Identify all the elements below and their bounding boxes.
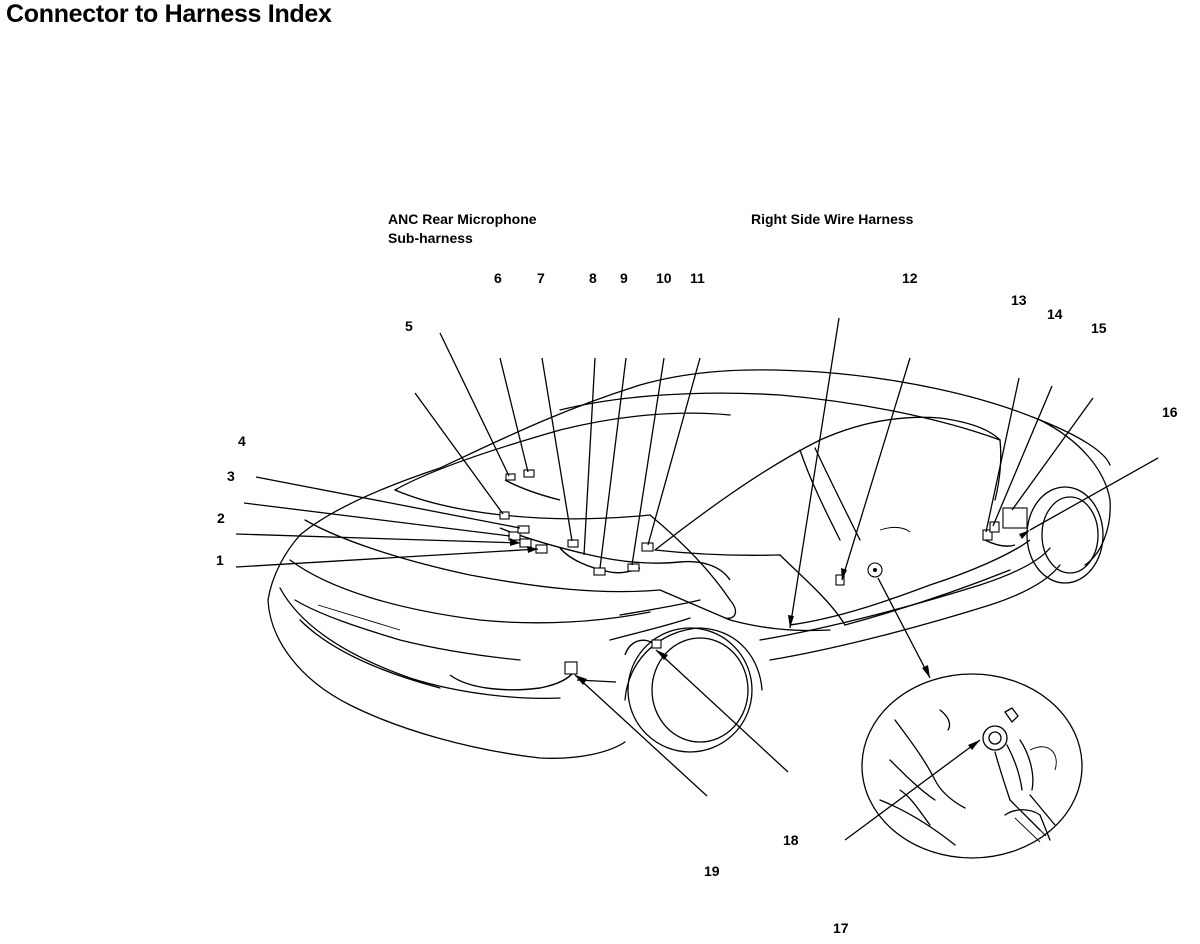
anc-label-line2: Sub-harness: [388, 230, 473, 246]
callout-1: 1: [216, 552, 224, 568]
callout-13: 13: [1011, 292, 1027, 308]
callout-9: 9: [620, 270, 628, 286]
right-side-wire-harness: [789, 539, 1031, 626]
leader-14: [992, 385, 1053, 527]
callout-18: 18: [783, 832, 799, 848]
leader-5a: [414, 392, 504, 515]
callout-7: 7: [537, 270, 545, 286]
callout-16: 16: [1162, 404, 1178, 420]
callout-14: 14: [1047, 306, 1063, 322]
leader-10: [631, 357, 665, 566]
callout-5: 5: [405, 318, 413, 334]
connector-4: [517, 525, 530, 534]
anc-rear-microphone-sub-harness: [499, 479, 731, 581]
leader-8: [583, 357, 596, 556]
leader-18: [655, 649, 789, 773]
leader-17: [844, 739, 981, 841]
page-title: Connector to Harness Index: [6, 0, 332, 28]
callout-12: 12: [902, 270, 918, 286]
front-wheel: [1026, 486, 1104, 584]
rear-bumper-harness: [449, 639, 656, 691]
connector-9: [593, 567, 606, 576]
callout-11: 11: [690, 270, 705, 286]
leader-ground-to-inset: [877, 577, 931, 679]
connector-12: [835, 574, 845, 586]
leader-3: [243, 502, 511, 537]
connector-5: [499, 511, 510, 520]
anc-label-line1: ANC Rear Microphone: [388, 211, 537, 227]
leader-6: [499, 357, 529, 473]
connector-7: [523, 469, 535, 478]
leader-13: [985, 377, 1020, 533]
connector-18: [651, 639, 662, 649]
leader-12: [841, 357, 911, 581]
connector-11: [641, 542, 654, 552]
leader-lines: [235, 317, 1159, 841]
right-side-wire-harness-label: Right Side Wire Harness: [751, 211, 914, 227]
rear-wheel: [624, 627, 763, 753]
connector-8: [567, 539, 579, 548]
leader-15: [1011, 397, 1094, 511]
leader-16: [1029, 457, 1159, 531]
callout-8: 8: [589, 270, 597, 286]
connectors: [499, 469, 1028, 675]
callout-4: 4: [238, 433, 246, 449]
anc-rear-microphone-label: ANC Rear Microphone Sub-harness: [388, 210, 537, 248]
callout-15: 15: [1091, 320, 1107, 336]
callout-6: 6: [494, 270, 502, 286]
leader-5: [439, 332, 510, 477]
ground-terminal-detail-inset: [861, 673, 1083, 859]
callout-19: 19: [704, 863, 720, 879]
ground-terminal-center: [873, 568, 877, 572]
leader-7: [541, 357, 573, 542]
leader-11: [647, 357, 701, 546]
connector-19: [564, 661, 578, 675]
connector-13: [982, 529, 993, 541]
leader-4: [255, 476, 521, 529]
callout-17: 17: [833, 920, 849, 936]
connector-6: [505, 473, 516, 481]
connector-15: [1002, 507, 1028, 529]
callout-2: 2: [217, 510, 225, 526]
callout-10: 10: [656, 270, 672, 286]
connector-2: [519, 538, 532, 548]
leader-19: [574, 674, 708, 797]
callout-3: 3: [227, 468, 235, 484]
leader-2: [235, 533, 521, 544]
car-body-outline: [267, 369, 1111, 759]
leader-1: [235, 548, 539, 568]
leader-9: [599, 357, 627, 569]
leader-right-side-harness: [789, 317, 840, 629]
connector-10: [627, 563, 640, 572]
